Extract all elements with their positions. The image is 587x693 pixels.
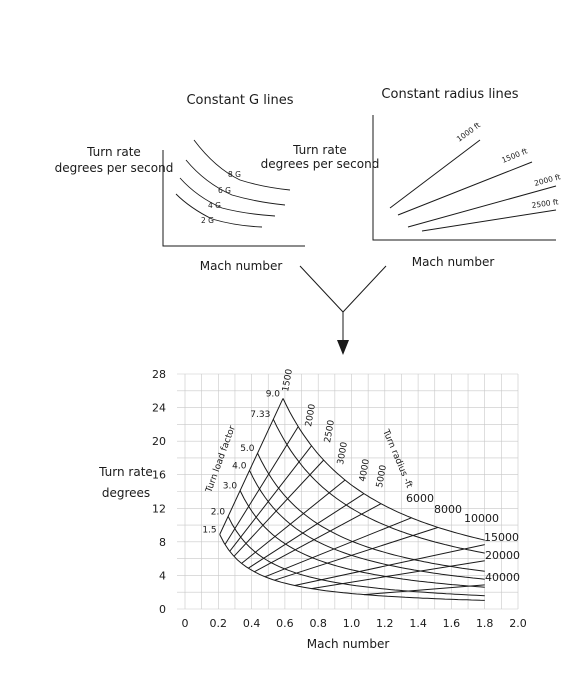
turn-radius-label: 6000	[406, 492, 434, 505]
constant-radius-ylabel-1: Turn rate	[292, 143, 347, 157]
load-factor-label: 5.0	[240, 444, 255, 454]
constant-g-xlabel: Mach number	[200, 259, 283, 273]
x-tick-label: 1.0	[343, 617, 361, 630]
y-tick-label: 8	[159, 536, 166, 549]
turn-radius-line	[363, 584, 485, 596]
chart-curves	[219, 398, 485, 601]
constant-g-ylabel-2: degrees per second	[55, 161, 174, 175]
x-tick-label: 1.4	[409, 617, 427, 630]
load-factor-curve	[239, 490, 485, 588]
turn-radius-label: 10000	[464, 512, 499, 525]
turn-radius-line	[248, 493, 365, 569]
turn-radius-label: 2500	[323, 419, 337, 444]
turn-radius-line	[294, 544, 485, 586]
constant-radius-axes	[372, 115, 556, 241]
turn-radius-line	[241, 479, 346, 564]
g-label-6: 6 G	[218, 186, 231, 195]
load-factor-label: 2.0	[211, 507, 226, 517]
constant-g-axes	[162, 150, 305, 247]
constant-g-panel: Constant G lines Turn rate degrees per s…	[55, 93, 305, 273]
y-tick-label: 28	[152, 368, 166, 381]
y-tick-label: 16	[152, 469, 166, 482]
turn-radius-label: 8000	[434, 503, 462, 516]
turn-radius-line	[311, 560, 485, 590]
radius-label-1500: 1500 ft	[500, 146, 528, 164]
x-tick-label: 0.4	[243, 617, 261, 630]
constant-g-title: Constant G lines	[186, 93, 293, 108]
turn-radius-label: 4000	[358, 458, 372, 483]
chart-ylabel-2: degrees	[102, 486, 150, 500]
constant-radius-ylabel-2: degrees per second	[261, 157, 380, 171]
load-factor-label: 3.0	[223, 482, 238, 492]
load-factor-curve	[282, 398, 485, 541]
turn-radius-line	[254, 503, 382, 573]
turn-radius-line	[274, 526, 439, 581]
turn-radius-line	[264, 517, 412, 578]
turn-radius-label: 40000	[485, 571, 520, 584]
x-tick-label: 1.8	[476, 617, 494, 630]
load-factor-curve	[272, 418, 485, 554]
radius-label-2000: 2000 ft	[533, 172, 561, 188]
turn-radius-line	[229, 445, 312, 552]
turn-radius-label: 20000	[485, 549, 520, 562]
merge-arrow	[299, 265, 387, 355]
y-tick-label: 12	[152, 502, 166, 515]
load-factor-label: 7.33	[250, 410, 270, 420]
x-tick-label: 0.8	[309, 617, 327, 630]
chart-ticks: 0 0.2 0.4 0.6 0.8 1.0 1.2 1.4 1.6 1.8 2.0 0 4 8 12 16 20…	[152, 368, 527, 630]
radius-line-1500	[397, 161, 533, 216]
turn-radius-line	[233, 459, 324, 557]
constant-g-ylabel-1: Turn rate	[86, 145, 141, 159]
g-curve-2	[175, 193, 263, 228]
x-tick-label: 1.2	[376, 617, 394, 630]
turn-radius-label: 5000	[375, 464, 389, 489]
g-curve-6	[185, 159, 286, 206]
g-curve-4	[179, 177, 276, 217]
turn-radius-label: 1500	[281, 368, 295, 393]
radius-line-2500	[421, 209, 557, 232]
load-factor-label: 4.0	[232, 461, 247, 471]
y-tick-label: 4	[159, 569, 166, 582]
x-tick-label: 0.6	[276, 617, 294, 630]
x-tick-label: 2.0	[509, 617, 527, 630]
load-factor-curve	[249, 470, 485, 580]
g-label-2: 2 G	[201, 216, 214, 225]
x-tick-label: 1.6	[443, 617, 461, 630]
y-tick-label: 20	[152, 435, 166, 448]
y-tick-label: 24	[152, 402, 166, 415]
turn-radius-label: 3000	[336, 441, 350, 466]
constant-radius-xlabel: Mach number	[412, 255, 495, 269]
turn-radius-line	[224, 426, 299, 545]
g-label-8: 8 G	[228, 170, 241, 179]
load-factor-curve	[257, 452, 485, 572]
radius-line-2000	[407, 185, 557, 228]
constant-radius-panel: Constant radius lines Turn rate degrees …	[261, 87, 562, 269]
radius-label-1000: 1000 ft	[455, 120, 482, 143]
load-factor-label: 1.5	[202, 526, 216, 536]
load-factor-curve	[219, 534, 485, 601]
g-label-4: 4 G	[208, 201, 221, 210]
g-curve-8	[193, 139, 291, 191]
turn-radius-label: 2000	[304, 403, 318, 428]
radius-label-2500: 2500 ft	[531, 197, 559, 210]
chart-ylabel-1: Turn rate	[98, 465, 153, 479]
y-tick-label: 0	[159, 603, 166, 616]
turn-radius-label: 15000	[484, 531, 519, 544]
radius-line-1000	[389, 139, 481, 209]
x-tick-label: 0	[182, 617, 189, 630]
chart-xlabel: Mach number	[307, 637, 390, 651]
combined-chart: 0 0.2 0.4 0.6 0.8 1.0 1.2 1.4 1.6 1.8 2.0 0 4 8 12 16 20…	[98, 368, 527, 651]
turn-radius-line	[219, 398, 284, 535]
x-tick-label: 0.2	[210, 617, 228, 630]
load-factor-label: 9.0	[266, 389, 281, 399]
constant-radius-title: Constant radius lines	[381, 87, 518, 102]
